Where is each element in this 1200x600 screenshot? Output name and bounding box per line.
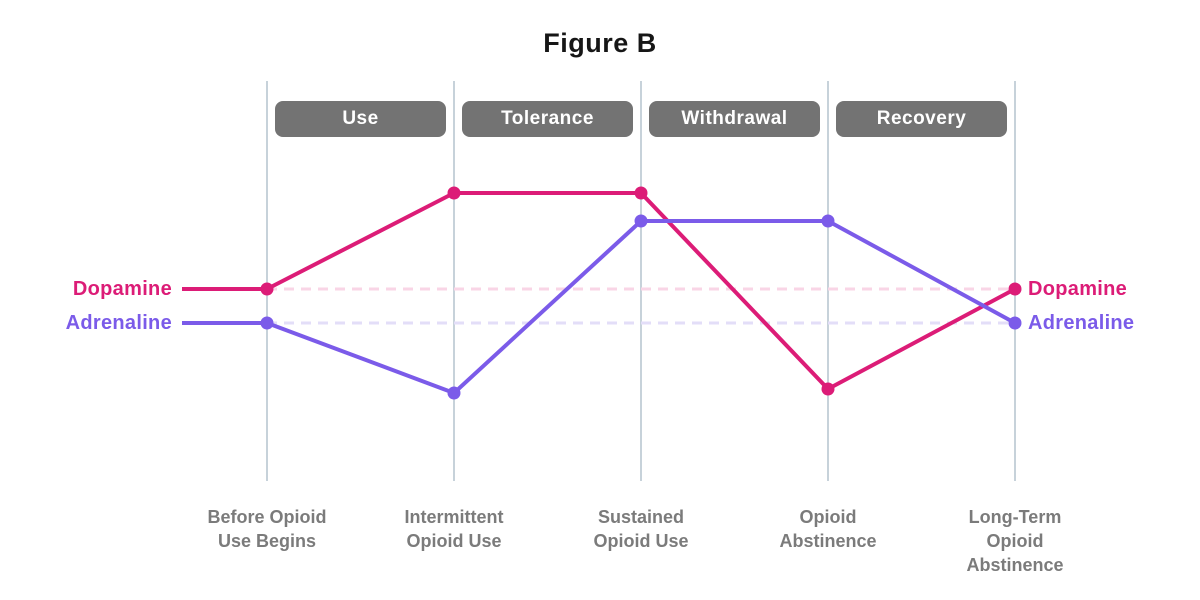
phase-badge-use: Use [275,101,446,137]
dopamine-label-right: Dopamine [1028,278,1128,300]
x-axis-label-intermittent: Intermittent Opioid Use [404,507,504,551]
x-axis-label-long-term: Long-Term Opioid Abstinence [966,507,1064,575]
phase-badge-tolerance: Tolerance [462,101,633,137]
dopamine-label-left: Dopamine [72,278,172,300]
x-axis-label-before-use: Before Opioid Use Begins [207,507,327,551]
figure-title: Figure B [543,28,657,58]
phase-badge-withdrawal: Withdrawal [649,101,820,137]
x-axis-label-sustained: Sustained Opioid Use [593,507,689,551]
x-axis-label-abstinence: Opioid Abstinence [779,507,877,551]
adrenaline-label-left: Adrenaline [65,312,172,334]
phase-badge-recovery: Recovery [836,101,1007,137]
adrenaline-label-right: Adrenaline [1028,312,1135,334]
